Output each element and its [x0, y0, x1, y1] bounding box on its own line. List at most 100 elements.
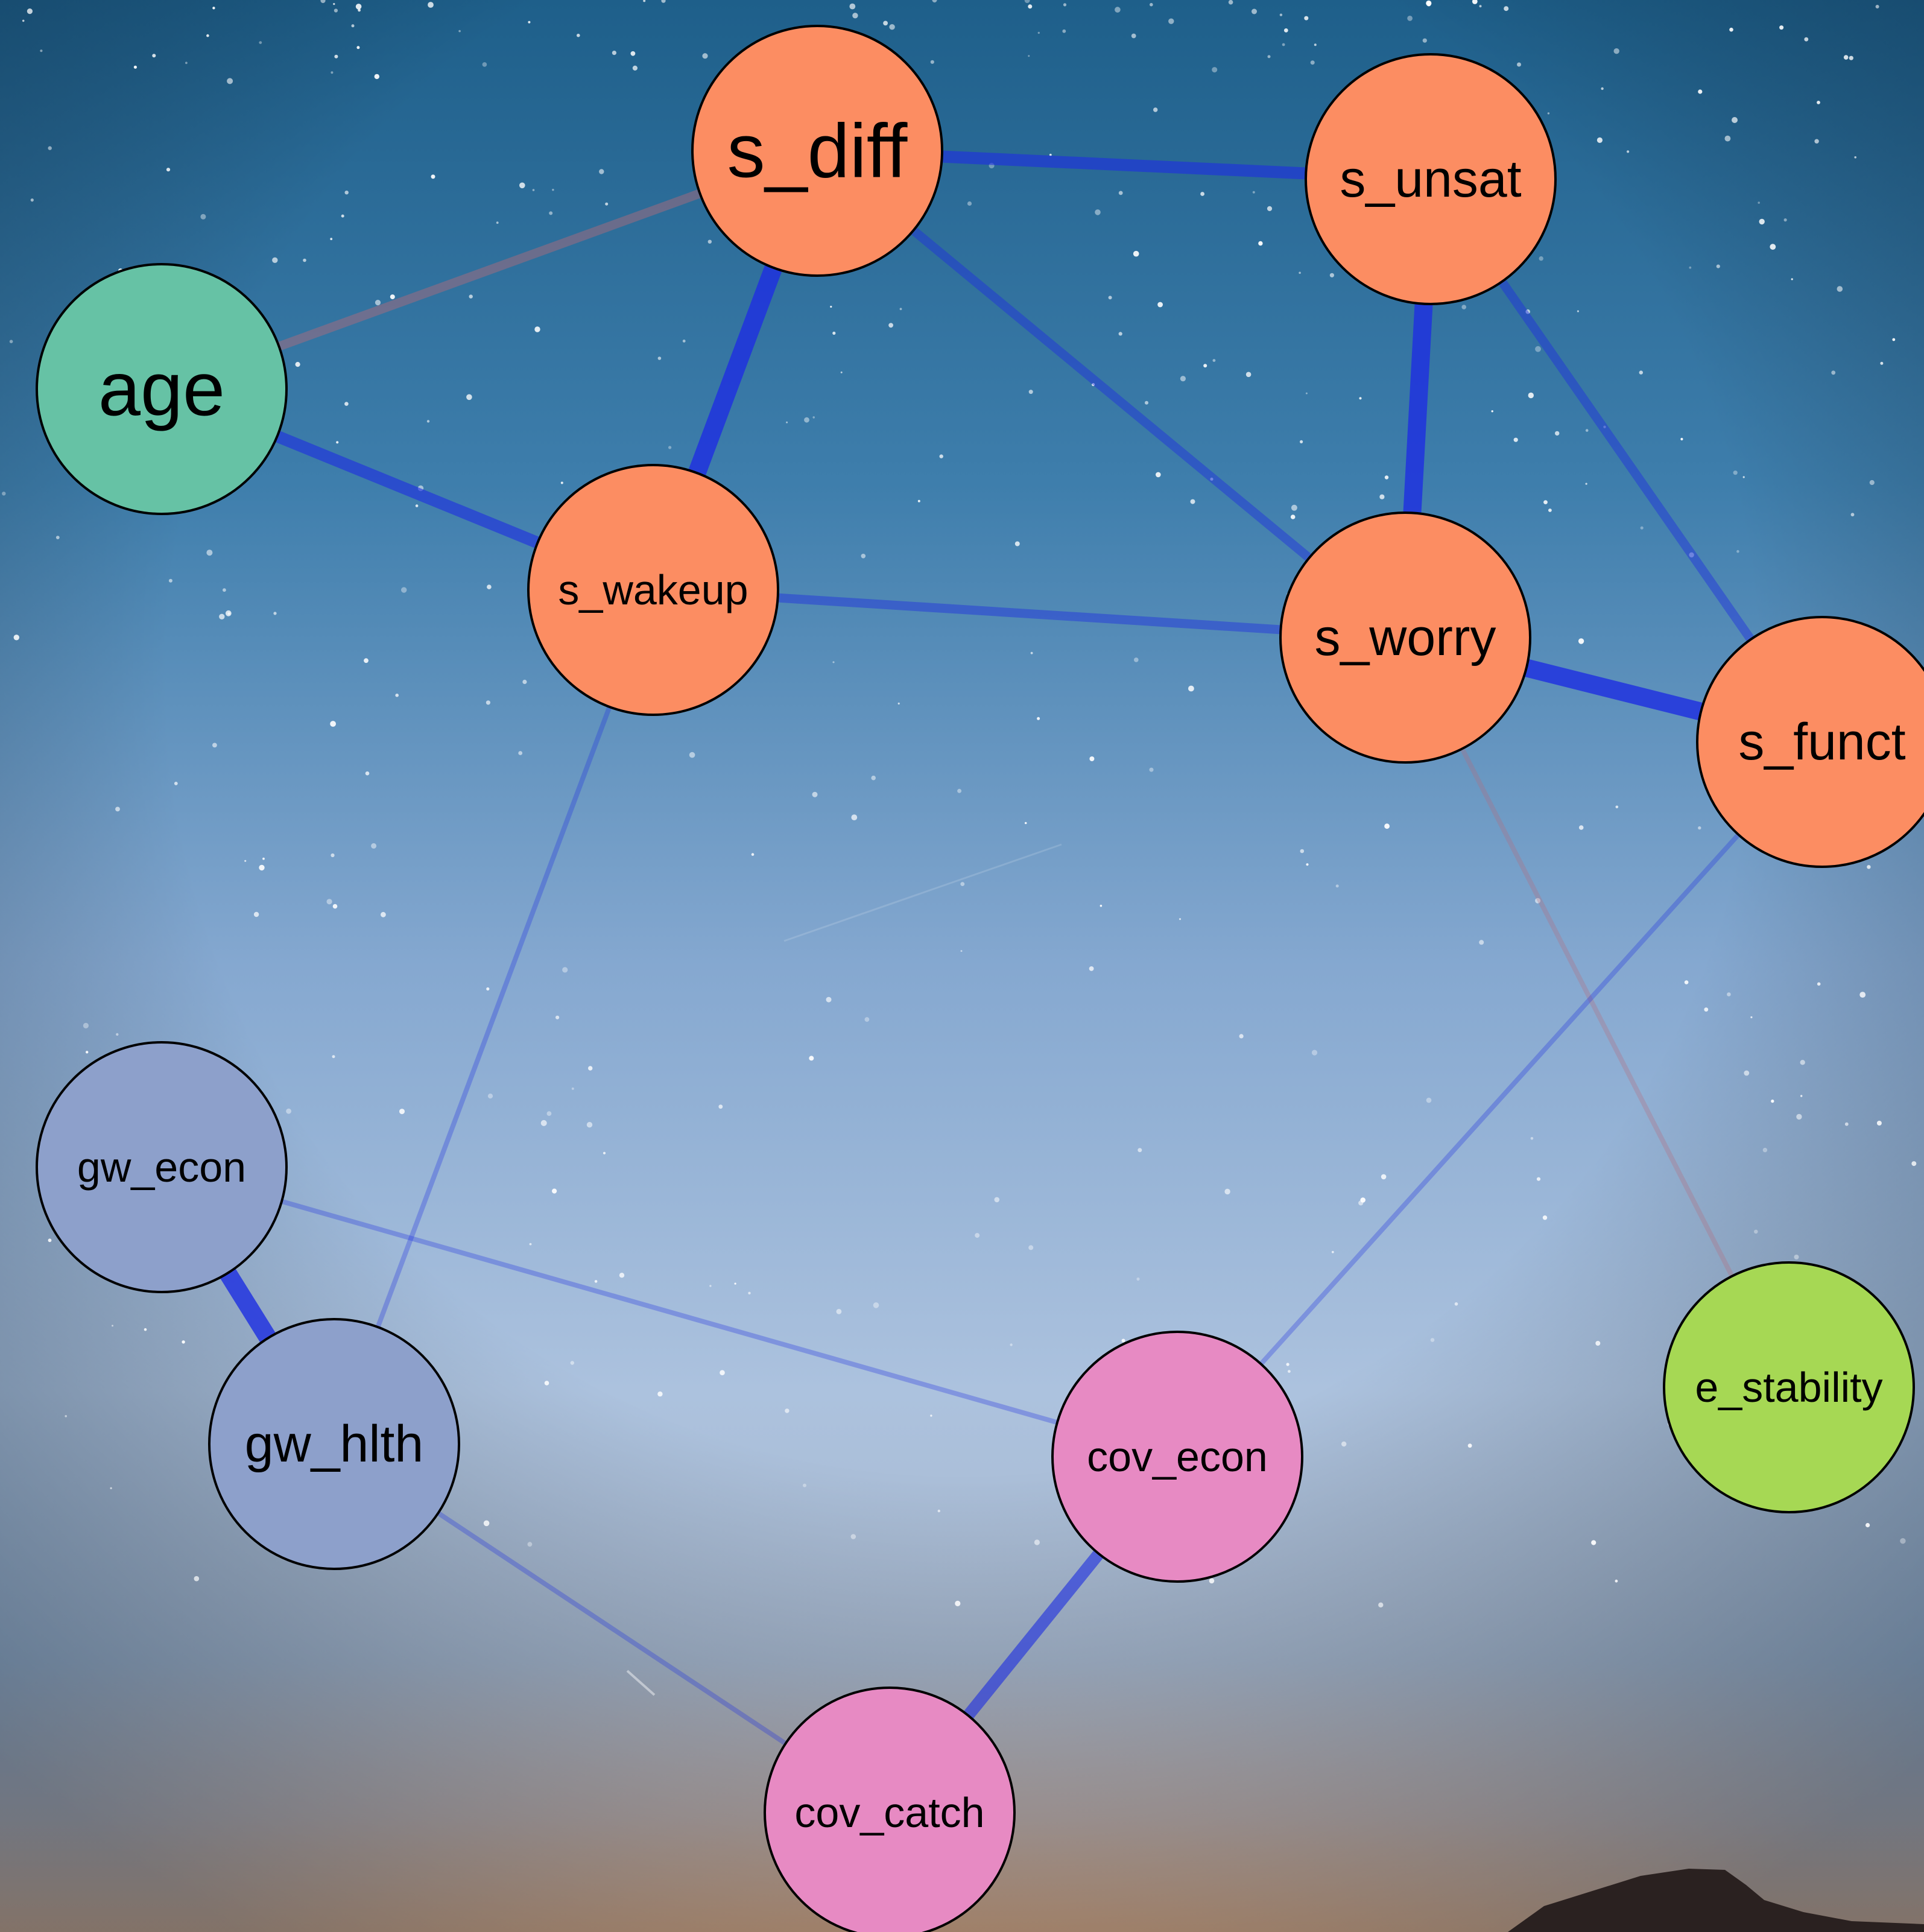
star [661, 0, 666, 3]
star [1454, 1302, 1458, 1306]
star [1603, 425, 1606, 428]
star [917, 499, 920, 502]
star [630, 51, 636, 56]
star [1341, 1441, 1347, 1447]
star [1329, 273, 1334, 277]
node-circle-s_diff [691, 25, 943, 277]
star [1228, 0, 1233, 5]
star [1311, 1050, 1318, 1056]
star [1037, 717, 1040, 720]
star [466, 394, 472, 401]
star [1479, 5, 1482, 8]
star [1314, 43, 1317, 46]
star [13, 635, 19, 641]
star [116, 1033, 119, 1036]
star [428, 2, 434, 8]
star [334, 54, 338, 59]
star [528, 21, 531, 24]
node-s_wakeup: s_wakeup [527, 464, 779, 716]
star [1689, 552, 1694, 558]
star [849, 3, 856, 10]
star [930, 60, 934, 64]
star [1118, 191, 1123, 195]
star [1744, 1070, 1750, 1076]
star [786, 421, 788, 423]
star [1800, 1095, 1803, 1097]
star [1426, 1097, 1432, 1103]
star [1615, 805, 1619, 809]
star [718, 1104, 723, 1109]
star [1288, 1370, 1291, 1373]
star [1212, 359, 1216, 362]
edge-s_worry-e_stability [1403, 636, 1791, 1389]
star [223, 588, 226, 592]
node-label-s_wakeup: s_wakeup [558, 566, 748, 613]
star [355, 4, 362, 10]
star [1131, 33, 1136, 39]
star [333, 3, 335, 5]
star [1331, 1250, 1334, 1253]
star [826, 996, 832, 1002]
star [1384, 823, 1390, 829]
star [1704, 1007, 1709, 1012]
star [227, 612, 230, 615]
star [212, 743, 217, 748]
star [1133, 250, 1139, 257]
star [1791, 278, 1793, 280]
star [1585, 483, 1587, 485]
star [1024, 822, 1027, 825]
star [1535, 346, 1541, 352]
star [1279, 13, 1283, 16]
star [206, 550, 213, 556]
star [1547, 112, 1550, 115]
star [643, 0, 646, 2]
star [994, 1197, 1000, 1203]
star [552, 189, 554, 191]
star [219, 613, 225, 619]
star [381, 911, 386, 917]
star [1615, 1579, 1618, 1583]
star [1596, 137, 1603, 143]
star [1585, 429, 1589, 432]
star [1796, 1113, 1802, 1120]
star [871, 775, 876, 781]
star [1911, 1161, 1917, 1167]
star [326, 899, 332, 905]
star [555, 1015, 560, 1019]
star [1150, 2, 1153, 7]
star [1859, 992, 1866, 998]
star [519, 182, 525, 189]
star [1145, 401, 1148, 405]
star [960, 882, 965, 886]
star [751, 853, 755, 856]
star [273, 612, 277, 615]
star [1595, 1341, 1601, 1346]
star [1108, 296, 1112, 300]
star [1869, 480, 1875, 486]
star [86, 1051, 89, 1054]
star [1770, 244, 1776, 250]
star [1306, 863, 1309, 866]
star [1779, 25, 1784, 30]
star [390, 294, 395, 300]
star [212, 7, 215, 10]
star [1732, 117, 1738, 123]
star [1539, 256, 1543, 261]
star [939, 454, 943, 458]
star [1543, 500, 1548, 504]
star [330, 238, 333, 241]
star [303, 258, 306, 262]
node-label-age: age [98, 347, 225, 432]
star [227, 78, 233, 84]
node-label-s_funct: s_funct [1738, 713, 1905, 771]
star [1034, 1539, 1040, 1545]
star [426, 420, 430, 423]
star [1224, 1188, 1230, 1195]
node-circle-e_stability [1663, 1261, 1915, 1513]
star [975, 1233, 980, 1238]
star [889, 24, 895, 30]
star [1426, 1, 1431, 7]
star [1684, 980, 1689, 984]
